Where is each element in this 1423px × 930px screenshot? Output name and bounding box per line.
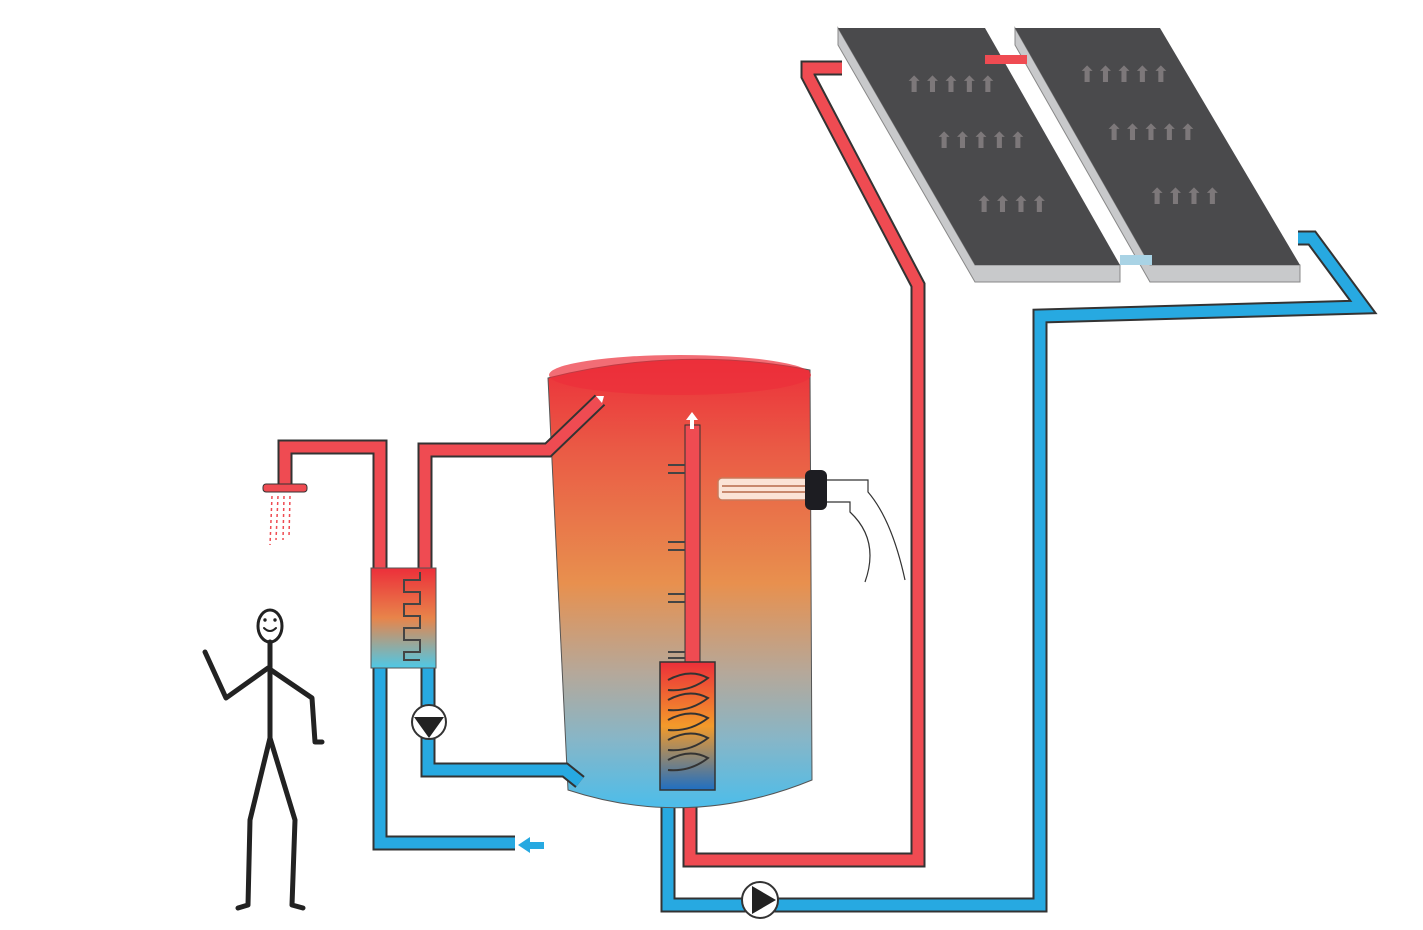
circulation-pump: [411, 704, 447, 740]
plate-heat-exchanger: [370, 567, 437, 669]
storage-tank: [547, 355, 813, 809]
svg-text:⬆⬆⬆⬆⬆: ⬆⬆⬆⬆⬆: [1105, 121, 1197, 146]
solar-cold-pipe: [660, 230, 1378, 913]
svg-text:⬆⬆⬆⬆: ⬆⬆⬆⬆: [1148, 185, 1222, 210]
tank-return-pipe: [420, 665, 585, 788]
panel-connector-hot: [985, 55, 1027, 64]
solar-hot-pipe: [682, 60, 926, 868]
hot-water-outlet-pipe: [417, 394, 606, 572]
arrow-up-icons: ⬆⬆⬆⬆⬆ ⬆⬆⬆⬆⬆ ⬆⬆⬆⬆: [905, 73, 1049, 218]
shower-supply-pipe: [277, 439, 388, 572]
stratification-pipe: [668, 412, 701, 666]
cold-water-inlet-pipe: [372, 665, 544, 853]
svg-text:⬆⬆⬆⬆⬆: ⬆⬆⬆⬆⬆: [1078, 63, 1170, 88]
svg-text:⬆⬆⬆⬆⬆: ⬆⬆⬆⬆⬆: [935, 129, 1027, 154]
arrow-up-icons: ⬆⬆⬆⬆⬆ ⬆⬆⬆⬆⬆ ⬆⬆⬆⬆: [1078, 63, 1222, 210]
electric-heating-element: [717, 470, 906, 583]
svg-text:⬆⬆⬆⬆⬆: ⬆⬆⬆⬆⬆: [905, 73, 997, 98]
svg-text:⬆⬆⬆⬆: ⬆⬆⬆⬆: [975, 193, 1049, 218]
panel-connector-cold: [1120, 255, 1152, 265]
solar-panel-right: ⬆⬆⬆⬆⬆ ⬆⬆⬆⬆⬆ ⬆⬆⬆⬆: [1014, 26, 1301, 283]
solar-coil-heat-exchanger: [659, 661, 716, 791]
shower-head-icon: [262, 483, 308, 546]
person-figure: [202, 608, 325, 911]
inflow-arrow-icon: [518, 837, 544, 853]
solar-pump: [741, 881, 779, 919]
solar-panel-left: ⬆⬆⬆⬆⬆ ⬆⬆⬆⬆⬆ ⬆⬆⬆⬆: [837, 26, 1121, 283]
